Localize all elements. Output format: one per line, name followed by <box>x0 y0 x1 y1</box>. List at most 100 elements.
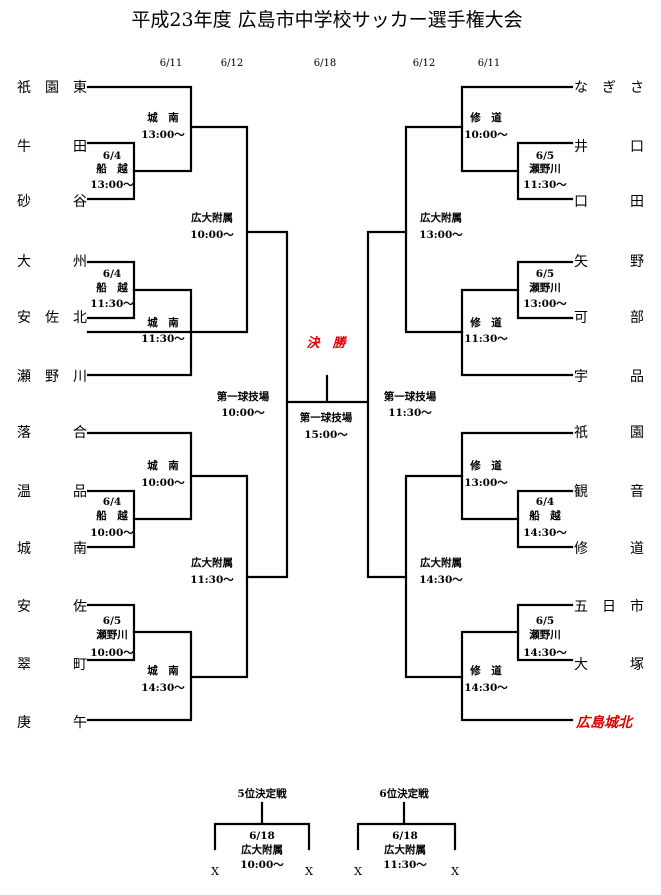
left-team: 落 合 <box>17 425 87 441</box>
match-time: 10:00〜 <box>464 129 508 141</box>
match-venue: 瀬野川 <box>529 281 561 294</box>
right-team: 宇 品 <box>574 369 644 385</box>
match-time: 10:00〜 <box>90 647 134 659</box>
match-time: 10:00〜 <box>221 407 265 419</box>
playoff-6th-date: 6/18 <box>392 830 418 842</box>
match-venue: 第一球技場 <box>217 390 270 403</box>
match-time: 10:00〜 <box>141 477 185 489</box>
playoff-5th-right: X <box>305 865 313 878</box>
left-team: 城 南 <box>17 541 87 557</box>
playoff-5th-title: 5位決定戦 <box>237 787 287 800</box>
playoff-5th-left: X <box>211 865 219 878</box>
right-team-highlighted: 広島城北 <box>576 714 634 731</box>
match-venue: 広大附属 <box>191 211 233 224</box>
playoff-6th-title: 6位決定戦 <box>379 787 429 800</box>
right-team: 五 日 市 <box>574 598 644 615</box>
left-team: 温 品 <box>17 484 87 500</box>
round-date-final: 6/18 <box>314 58 336 69</box>
bracket-line <box>245 230 289 579</box>
playoff-6th-right: X <box>451 865 459 878</box>
match-date: 6/4 <box>103 268 121 280</box>
match-time: 13:00〜 <box>523 298 567 310</box>
playoff-5th-date: 6/18 <box>249 830 275 842</box>
match-time: 11:30〜 <box>141 333 185 345</box>
round-date-left-2: 6/12 <box>221 58 243 69</box>
left-team: 安 佐 北 <box>17 310 87 326</box>
match-time: 13:00〜 <box>419 229 463 241</box>
match-venue: 船 越 <box>96 281 128 294</box>
bracket-line <box>189 125 249 334</box>
match-venue: 修 道 <box>469 664 502 677</box>
match-venue: 広大附属 <box>420 211 462 224</box>
match-venue: 広大附属 <box>191 556 233 569</box>
match-time: 13:00〜 <box>464 477 508 489</box>
match-venue: 瀬野川 <box>529 628 561 641</box>
match-time: 14:30〜 <box>464 682 508 694</box>
left-team: 牛 田 <box>17 139 87 155</box>
final-line <box>285 374 370 404</box>
round-date-left-1: 6/11 <box>160 58 182 69</box>
playoff-6th-left: X <box>354 865 362 878</box>
left-team: 庚 午 <box>17 715 87 731</box>
bracket-line <box>366 230 408 579</box>
right-team: 口 田 <box>574 194 644 210</box>
playoff-5th-venue: 広大附属 <box>241 843 283 856</box>
playoff-6th-line <box>356 801 457 851</box>
final-label: 決 勝 <box>306 335 347 351</box>
right-team: 可 部 <box>574 310 644 326</box>
match-venue: 船 越 <box>96 162 128 175</box>
match-time: 10:00〜 <box>90 527 134 539</box>
match-venue: 瀬野川 <box>96 628 128 641</box>
left-team: 安 佐 <box>17 599 87 615</box>
left-team: 大 州 <box>17 254 87 270</box>
match-venue: 修 道 <box>469 316 502 329</box>
match-time: 13:00〜 <box>141 129 185 141</box>
final-venue: 第一球技場 <box>300 411 353 424</box>
right-team: 井 口 <box>574 139 644 155</box>
left-team: 瀬 野 川 <box>17 369 87 385</box>
bracket-line <box>86 85 193 173</box>
match-venue: 船 越 <box>96 509 128 522</box>
playoff-5th-time: 10:00〜 <box>240 859 284 871</box>
match-venue: 瀬野川 <box>529 162 561 175</box>
match-time: 11:30〜 <box>464 333 508 345</box>
match-time: 14:30〜 <box>141 682 185 694</box>
right-team: 修 道 <box>574 541 644 557</box>
match-time: 10:00〜 <box>190 229 234 241</box>
right-team: 祇 園 <box>574 425 644 441</box>
playoff-5th-line <box>213 801 311 851</box>
match-venue: 城 南 <box>147 664 179 677</box>
bracket-line <box>460 85 574 173</box>
round-date-right-1: 6/11 <box>478 58 500 69</box>
match-venue: 修 道 <box>469 111 502 124</box>
playoff-6th-venue: 広大附属 <box>384 843 426 856</box>
match-time: 11:30〜 <box>388 407 432 419</box>
left-team: 砂 谷 <box>17 194 87 210</box>
left-team: 翠 町 <box>17 657 87 673</box>
match-time: 13:00〜 <box>90 179 134 191</box>
match-date: 6/5 <box>536 150 554 162</box>
match-venue: 広大附属 <box>420 556 462 569</box>
match-time: 14:30〜 <box>523 527 567 539</box>
match-date: 6/4 <box>103 496 121 508</box>
page-title: 平成23年度 広島市中学校サッカー選手権大会 <box>131 9 522 31</box>
match-time: 14:30〜 <box>419 574 463 586</box>
round-date-right-2: 6/12 <box>413 58 435 69</box>
match-time: 11:30〜 <box>90 298 134 310</box>
bracket-line <box>86 288 193 377</box>
final-time: 15:00〜 <box>304 429 348 441</box>
right-team: 観 音 <box>574 483 644 500</box>
match-venue: 城 南 <box>147 111 179 124</box>
match-date: 6/4 <box>536 496 554 508</box>
bracket-line <box>404 125 464 334</box>
right-team: 大 塚 <box>574 657 644 673</box>
right-team: な ぎ さ <box>574 80 644 96</box>
match-venue: 船 越 <box>529 509 561 522</box>
match-date: 6/5 <box>536 615 554 627</box>
match-venue: 修 道 <box>469 459 502 472</box>
match-time: 11:30〜 <box>190 574 234 586</box>
left-team: 祇 園 東 <box>17 80 87 96</box>
match-venue: 城 南 <box>147 459 179 472</box>
match-venue: 城 南 <box>147 316 179 329</box>
